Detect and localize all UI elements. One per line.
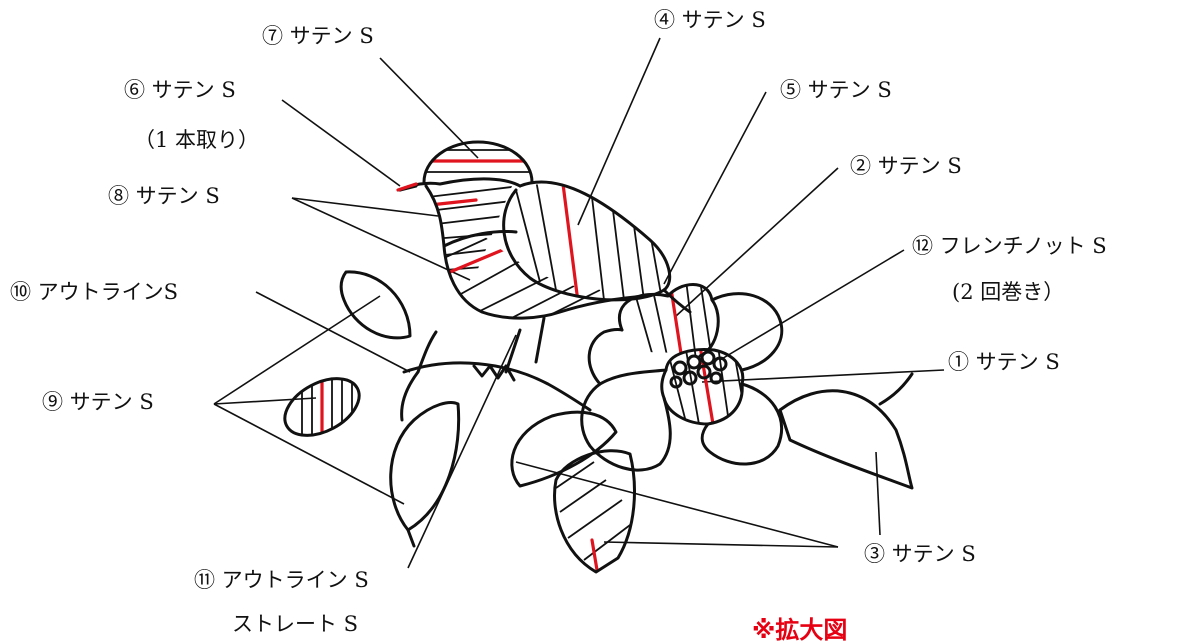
label-6-satin: ⑥ サテン S <box>124 78 236 102</box>
label-10-outline: ⑩ アウトラインS <box>10 280 179 304</box>
label-11-outline: ⑪ アウトライン S <box>194 568 369 592</box>
label-2-satin: ② サテン S <box>850 154 962 178</box>
label-3-satin: ③ サテン S <box>864 542 976 566</box>
label-11-straight: ストレート S <box>232 612 359 636</box>
french-knots <box>669 350 728 389</box>
branch-outline <box>400 330 592 422</box>
label-9-satin: ⑨ サテン S <box>42 390 154 414</box>
flower-outline <box>580 283 784 472</box>
enlarged-view-note: ※拡大図 <box>752 616 848 644</box>
label-4-satin: ④ サテン S <box>654 8 766 32</box>
leaves-outline <box>283 270 914 574</box>
label-12-french-knot: ⑫ フレンチノット S <box>912 234 1107 258</box>
label-7-satin: ⑦ サテン S <box>262 24 374 48</box>
label-6-note: （1 本取り） <box>134 128 260 152</box>
label-1-satin: ① サテン S <box>948 350 1060 374</box>
leader-lines <box>213 37 945 569</box>
label-12-note: (2 回巻き） <box>952 280 1065 304</box>
label-5-satin: ⑤ サテン S <box>780 78 892 102</box>
label-8-satin: ⑧ サテン S <box>108 184 220 208</box>
bird-outline <box>396 140 692 374</box>
